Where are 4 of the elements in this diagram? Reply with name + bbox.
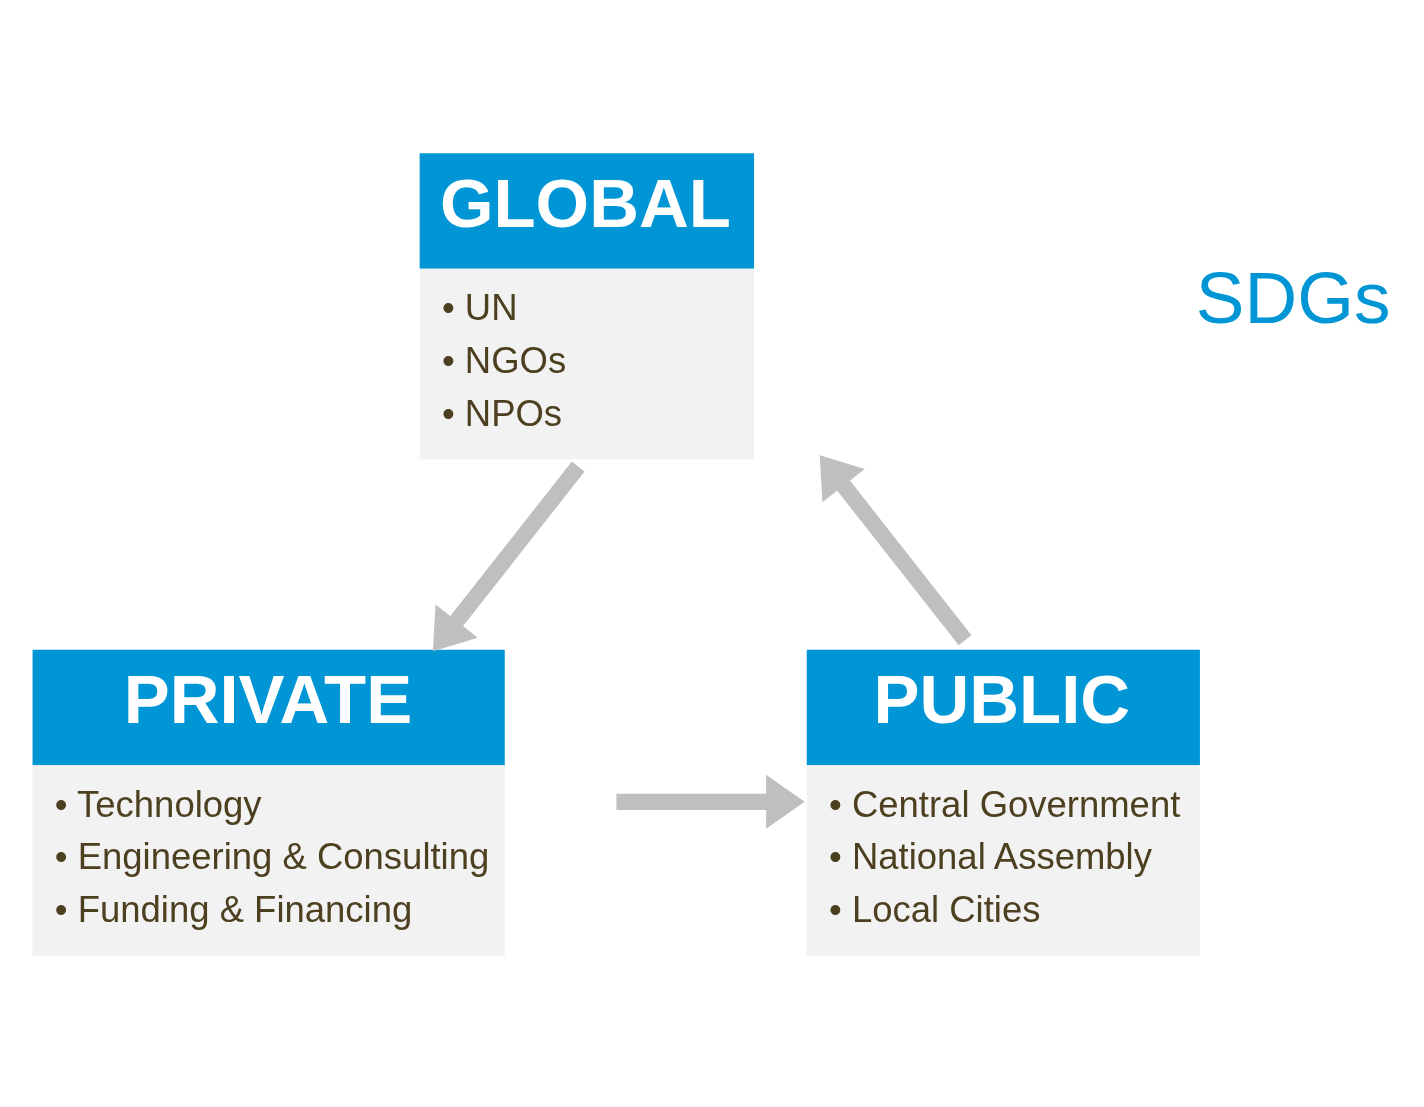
- arrow: [616, 774, 805, 829]
- arrow: [819, 455, 972, 646]
- arrow: [432, 461, 585, 652]
- label: SDGs: [1195, 257, 1391, 339]
